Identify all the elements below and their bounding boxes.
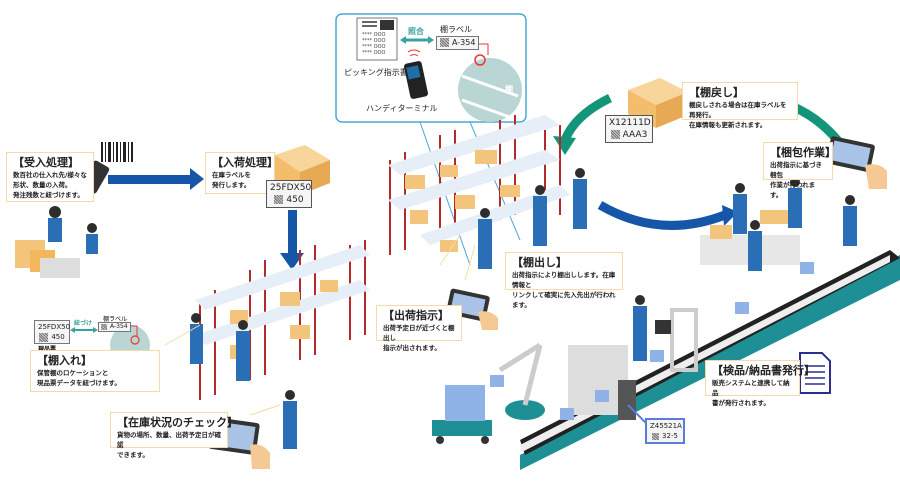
step-desc: 作業が行われます。 — [770, 181, 816, 199]
scanner-gate — [670, 308, 698, 372]
match-label: 照合 — [408, 27, 424, 36]
step-desc: 発行します。 — [212, 181, 251, 189]
shelf-closeup-icon — [458, 58, 522, 122]
step-inventory-check: 【在庫状況のチェック】 貨物の場所、数量、出荷予定日が確認 できます。 — [110, 412, 238, 459]
tag-code: 25FDX50 — [270, 183, 312, 193]
step-restock: 【棚戻し】 棚戻しされる場合は在庫ラベルを再発行。 在庫情報も更新されます。 — [682, 82, 798, 129]
monitor-icon — [655, 320, 671, 334]
step-desc: 在庫情報も更新されます。 — [689, 121, 767, 129]
invoice-document-icon — [799, 352, 831, 394]
step-arrival: 【入荷処理】 在庫ラベルを 発行します。 — [205, 152, 278, 194]
step-receiving: 【受入処理】 数百社の仕入れ先/様々な 形状、数量の入荷。 発注残数と紐づけます… — [6, 152, 94, 202]
step-desc: 書が発行されます。 — [712, 399, 770, 407]
shelf-label-code: A-354 — [110, 323, 128, 330]
shelf-char: 棚 — [505, 85, 513, 94]
step-title: 【棚戻し】 — [689, 86, 744, 99]
shelf-label-code: A-354 — [452, 38, 476, 47]
rack-boxes-right — [405, 150, 520, 252]
scanner-box — [618, 380, 636, 420]
receiving-workers — [15, 206, 98, 278]
doc-row: **** OOO — [362, 50, 386, 56]
qr-code-icon — [101, 323, 107, 330]
step-title: 【入荷処理】 — [212, 156, 278, 169]
shelf-label-tag: A-354 — [436, 36, 480, 50]
step-desc: できます。 — [117, 451, 149, 459]
step-desc: 出荷予定日が近づくと棚出し — [383, 324, 455, 342]
step-desc: 棚戻しされる場合は在庫ラベルを再発行。 — [689, 101, 787, 119]
step-putaway: 【棚入れ】 保管棚のロケーションと 現品票データを紐づけます。 — [30, 350, 160, 392]
hand-icon — [478, 311, 498, 330]
conveyor-boxes — [560, 262, 814, 420]
tag-code: Z45521A — [650, 422, 682, 430]
step-inspection: 【検品/納品書発行】 販売システムと連携して納品 書が発行されます。 — [705, 360, 816, 407]
step-title: 【在庫状況のチェック】 — [117, 416, 238, 429]
step-desc: 貨物の場所、数量、出荷予定日が確認 — [117, 431, 221, 449]
label-highlight-icon — [474, 54, 486, 66]
step-desc: 発注残数と紐づけます。 — [13, 191, 84, 199]
tag-qty: 32-5 — [662, 432, 678, 440]
step-desc: 出荷指示により棚出しします。在庫情報と — [512, 271, 616, 289]
step-title: 【受入処理】 — [13, 156, 79, 169]
workers-left — [190, 313, 297, 449]
tag-qty: 450 — [286, 195, 304, 205]
barcode-icon — [100, 142, 136, 162]
step-desc: 指示が出されます。 — [383, 344, 441, 352]
step-desc: 在庫ラベルを — [212, 171, 251, 179]
workers-right — [478, 168, 587, 269]
step-title: 【梱包作業】 — [770, 146, 836, 159]
hand-icon — [250, 444, 270, 469]
tag-code: X12111D — [609, 118, 651, 128]
doc-row: **** OOO — [362, 32, 386, 38]
tag-qty: AAA3 — [622, 130, 648, 140]
picking-doc-rows: **** OOO **** OOO **** OOO **** OOO — [362, 32, 385, 56]
robot-arm — [490, 342, 545, 420]
step-title: 【棚出し】 — [512, 256, 567, 269]
picking-doc-label: ピッキング指示書 — [344, 68, 408, 77]
flow-arrow-down — [288, 210, 297, 255]
step-desc: リンクして確実に先入先出が行われます。 — [512, 291, 616, 309]
qr-code-icon — [610, 130, 620, 139]
handy-terminal-icon — [404, 61, 428, 99]
putaway-tag-caption: 現品票 — [38, 344, 56, 353]
step-desc: 数百社の仕入れ先/様々な — [13, 171, 87, 179]
step-title: 【出荷指示】 — [383, 309, 449, 322]
qr-code-icon — [440, 38, 449, 47]
return-arrow-left — [560, 93, 613, 142]
rack-shelves-right — [388, 115, 570, 245]
putaway-shelf-title: 棚ラベル — [103, 316, 128, 323]
flow-arrow-right — [108, 175, 192, 184]
step-desc: 現品票データを紐づけます。 — [37, 379, 121, 387]
tag-code: 25FDX50 — [38, 323, 71, 331]
step-desc: 出荷指示に基づき梱包 — [770, 161, 822, 179]
tag-qty: 450 — [51, 333, 65, 341]
flow-arrow-curve — [597, 201, 727, 230]
step-shipping-instruction: 【出荷指示】 出荷予定日が近づくと棚出し 指示が出されます。 — [376, 305, 462, 352]
step-picking: 【棚出し】 出荷指示により棚出しします。在庫情報と リンクして確実に先入先出が行… — [505, 252, 623, 309]
step-title: 【棚入れ】 — [37, 354, 92, 367]
step-desc: 保管棚のロケーションと — [37, 369, 109, 377]
step-title: 【検品/納品書発行】 — [712, 364, 816, 377]
rack-shelves-left — [195, 245, 370, 345]
qr-code-icon — [652, 432, 660, 440]
packing-area — [700, 177, 857, 271]
doc-row: **** OOO — [362, 38, 386, 44]
doc-row: **** OOO — [362, 44, 386, 50]
step-packing: 【梱包作業】 出荷指示に基づき梱包 作業が行われます。 — [763, 142, 836, 199]
putaway-link-label: 紐づけ — [74, 320, 93, 327]
hand-icon — [865, 164, 887, 189]
cart-with-boxes — [432, 385, 492, 444]
putaway-stock-tag: 25FDX50 450 — [34, 320, 70, 344]
step-desc: 形状、数量の入荷。 — [13, 181, 72, 189]
doc-qr-icon — [380, 20, 394, 30]
arrival-stock-tag: 25FDX50 450 — [266, 180, 312, 208]
terminal-label: ハンディターミナル — [366, 104, 438, 113]
putaway-shelf-tag: A-354 — [98, 322, 131, 332]
restock-stock-tag: X12111D AAA3 — [605, 115, 653, 143]
qr-code-icon — [274, 195, 284, 204]
worker — [633, 306, 647, 361]
inspection-stock-tag: Z45521A 32-5 — [645, 418, 685, 444]
step-desc: 販売システムと連携して納品 — [712, 379, 790, 397]
shelf-label-title: 棚ラベル — [440, 25, 472, 34]
qr-code-icon — [39, 332, 49, 342]
